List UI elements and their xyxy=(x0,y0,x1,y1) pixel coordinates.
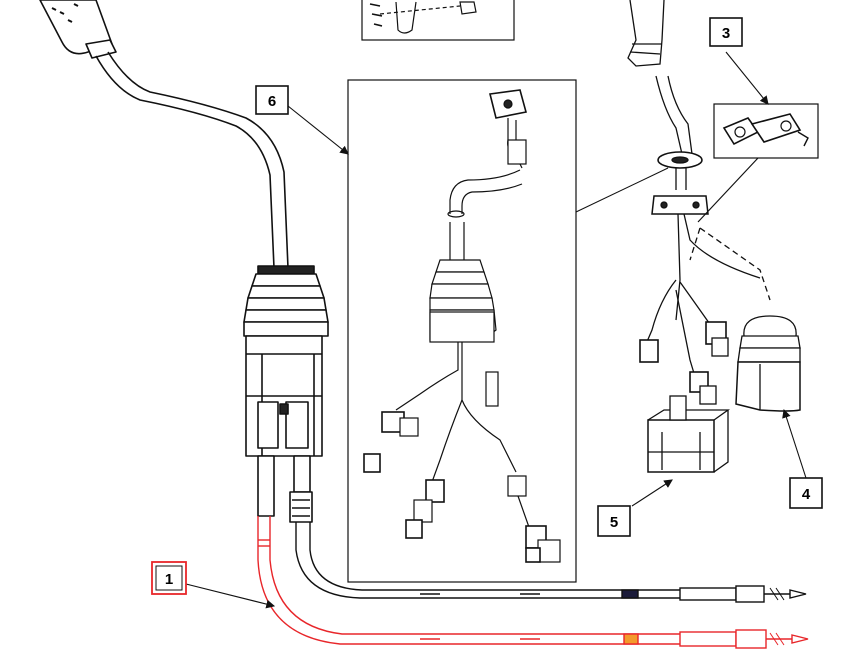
callout-5-label: 5 xyxy=(610,514,618,531)
callout-1: 1 xyxy=(151,561,187,595)
callout-leaders xyxy=(185,51,807,609)
callout-3: 3 xyxy=(709,17,743,47)
signal-cable-black xyxy=(295,522,807,603)
callout-3-label: 3 xyxy=(722,25,730,42)
callout-4-label: 4 xyxy=(802,486,811,503)
control-cable-highlighted xyxy=(257,516,809,649)
callout-4: 4 xyxy=(789,477,823,509)
control-lever-assembly xyxy=(39,0,329,523)
sensor-assembly-right xyxy=(627,0,801,473)
clip-detail-box xyxy=(697,103,819,223)
callout-1-label: 1 xyxy=(165,571,173,588)
box-6-leader-lines xyxy=(575,167,669,582)
detail-box-top xyxy=(361,0,515,41)
callout-6: 6 xyxy=(255,85,289,115)
callout-6-label: 6 xyxy=(268,93,276,110)
callout-5: 5 xyxy=(597,505,631,537)
harness-detail-box xyxy=(347,79,577,583)
